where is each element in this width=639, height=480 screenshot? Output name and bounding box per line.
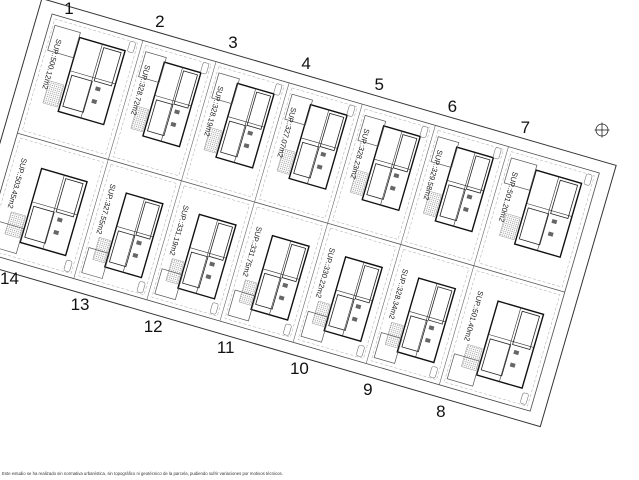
house-footprint [288, 103, 348, 190]
pool [373, 332, 403, 364]
parking-car [429, 366, 438, 379]
pool [503, 157, 538, 191]
plot-11: SUP.:331.75m2 [219, 201, 323, 338]
lot-number-5: 5 [374, 75, 384, 95]
house-footprint [513, 169, 583, 259]
lot-number-12: 12 [143, 316, 163, 336]
parking-car [583, 173, 593, 186]
pool [430, 136, 460, 169]
north-arrow-icon [594, 122, 610, 138]
house-footprint [177, 213, 237, 300]
plot-12: SUP.:331.19m2 [146, 180, 250, 317]
house-footprint [215, 82, 275, 169]
pool [0, 220, 24, 254]
pool [47, 24, 81, 59]
parking-car [209, 302, 219, 315]
parking-car [63, 260, 73, 272]
lot-number-13: 13 [70, 295, 90, 315]
pool [446, 353, 481, 387]
plot-area-label: SUP.:500.12m2 [40, 38, 63, 90]
plot-8: SUP.:501.40m2 [438, 265, 561, 407]
lot-number-4: 4 [301, 54, 311, 74]
plot-13: SUP.:327.55m2 [73, 159, 177, 296]
disclaimer-note: Este estudio se ha realizado sin normati… [2, 471, 283, 476]
pool [357, 114, 387, 147]
parking-car [356, 344, 365, 357]
house-footprint [250, 234, 310, 321]
lot-number-7: 7 [520, 117, 531, 137]
parking-car [127, 41, 136, 53]
pool [138, 51, 167, 84]
house-footprint [142, 61, 202, 148]
parking-car [520, 392, 529, 405]
lot-number-2: 2 [155, 11, 165, 31]
parking-car [492, 147, 502, 160]
plot-1: SUP.:500.12m2 [22, 18, 139, 155]
plot-area-label: SUP.:501.40m2 [462, 290, 485, 342]
plot-7: SUP.:501.20m2 [473, 146, 595, 288]
house-footprint [396, 277, 457, 364]
house-footprint [103, 192, 164, 279]
plot-14: SUP.:503.45m2 [0, 137, 104, 274]
plot-10: SUP.:330.22m2 [292, 223, 397, 359]
pool [81, 247, 110, 279]
lot-number-11: 11 [216, 337, 235, 357]
plot-2: SUP.:328.72m2 [108, 40, 212, 177]
parking-car [136, 281, 146, 294]
house-footprint [434, 146, 495, 233]
central-divider [17, 132, 565, 293]
house-footprint [361, 124, 422, 212]
pool [211, 72, 240, 105]
lot-number-3: 3 [228, 32, 238, 52]
pool [227, 289, 257, 322]
plot-9: SUP.:328.34m2 [365, 244, 470, 381]
house-footprint [475, 300, 545, 390]
plot-area-label: SUP.:501.20m2 [497, 171, 520, 223]
site-outer-boundary [0, 0, 617, 428]
lot-number-14: 14 [0, 268, 19, 288]
parking-car [419, 126, 429, 138]
plot-area-label: SUP.:503.45m2 [6, 157, 29, 209]
parking-car [273, 83, 283, 96]
parking-car [346, 104, 356, 117]
house-footprint [19, 167, 88, 257]
lot-number-6: 6 [447, 96, 458, 116]
pool [300, 310, 330, 343]
lot-number-10: 10 [289, 359, 309, 379]
parking-car [200, 62, 209, 75]
lot-number-1: 1 [64, 0, 74, 18]
house-footprint [323, 255, 384, 343]
lot-number-8: 8 [436, 401, 446, 421]
pool [284, 93, 314, 126]
parking-car [283, 323, 292, 336]
lot-number-9: 9 [363, 380, 373, 400]
pool [154, 268, 183, 301]
house-footprint [57, 36, 126, 126]
